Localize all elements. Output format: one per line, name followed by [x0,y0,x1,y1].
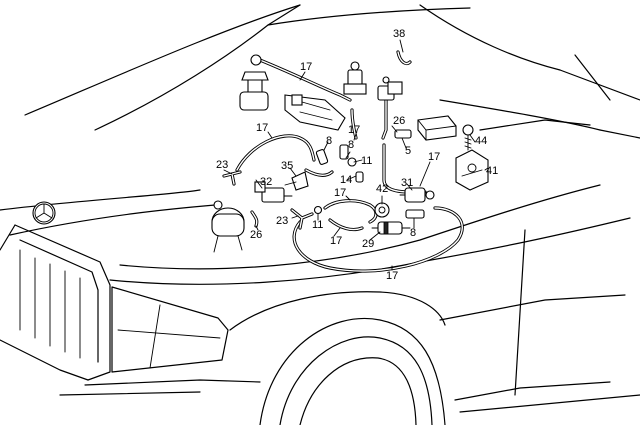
callout-11: 11 [312,219,323,231]
callout-31: 31 [401,177,413,189]
callout-8: 8 [326,135,332,147]
callout-5: 5 [405,145,411,157]
valve-42 [374,202,390,218]
callout-42: 42 [376,183,388,195]
callout-8: 8 [348,139,354,151]
leader-lines [223,39,489,271]
central-bracket [284,94,346,131]
callout-35: 35 [281,160,293,172]
callout-23: 23 [216,159,228,171]
callout-41: 41 [486,165,498,177]
callout-23: 23 [276,215,288,227]
vacuum-reservoir [211,200,245,253]
control-unit-5 [417,115,457,141]
changeover-valve-top [343,61,367,95]
callout-32: 32 [260,176,272,188]
callout-8: 8 [410,227,416,239]
bracket-41 [455,149,489,191]
callout-17: 17 [256,122,268,134]
callout-17: 17 [330,235,342,247]
callout-17: 17 [348,124,360,136]
changeover-valve-right [377,76,403,101]
valve-31 [399,187,435,203]
valve-29 [371,221,411,235]
callout-17: 17 [428,151,440,163]
callout-labels: 38 17 17 17 26 5 8 8 11 23 35 14 17 17 3… [216,28,498,282]
callout-17: 17 [386,270,398,282]
car-body-outline [0,4,640,425]
callout-26: 26 [250,229,262,241]
callout-17: 17 [300,61,312,73]
valve-32 [254,181,293,203]
screw-44 [462,124,474,151]
callout-11: 11 [361,155,372,167]
callout-44: 44 [475,135,487,147]
callout-26: 26 [393,115,405,127]
callout-29: 29 [362,238,374,250]
mercedes-star-emblem [32,201,56,225]
callout-17: 17 [334,187,346,199]
callout-14: 14 [340,174,352,186]
callout-38: 38 [393,28,405,40]
vacuum-unit-left [239,54,269,111]
components [211,50,489,253]
vacuum-hoses [235,56,464,273]
fitting-35 [284,171,309,191]
